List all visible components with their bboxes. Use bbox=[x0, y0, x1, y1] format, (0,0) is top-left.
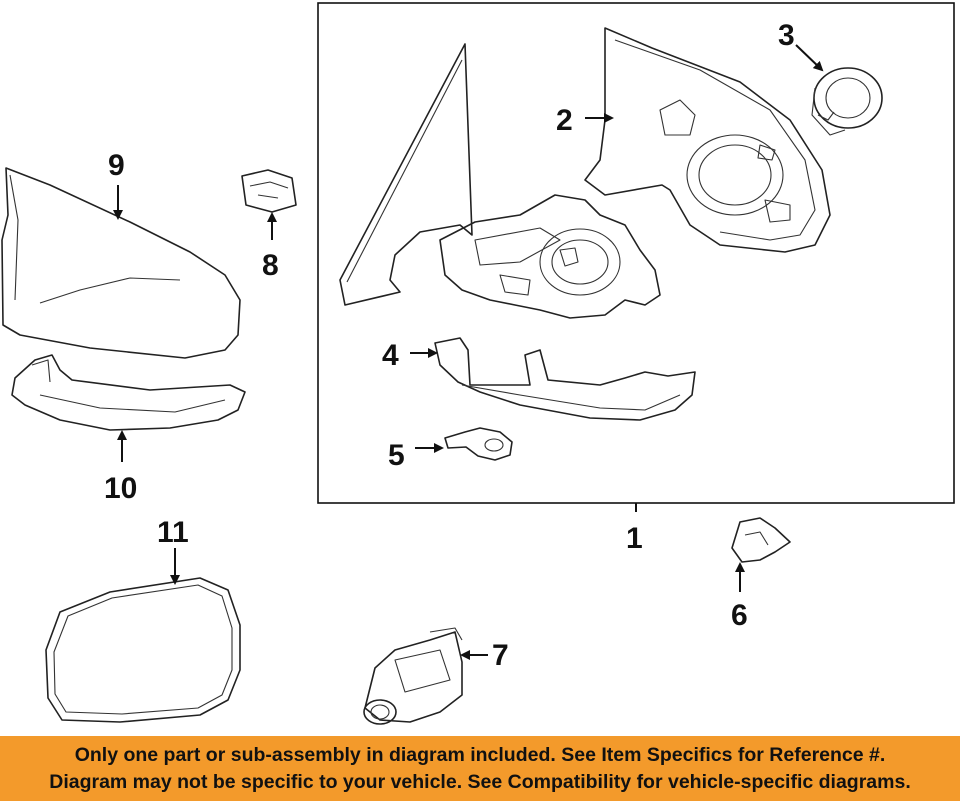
callout-10: 10 bbox=[104, 472, 137, 505]
part-3-actuator bbox=[811, 67, 883, 136]
part-11-mirror-glass bbox=[45, 577, 241, 723]
disclaimer-banner: Only one part or sub-assembly in diagram… bbox=[0, 736, 960, 801]
part-7-camera bbox=[363, 627, 463, 725]
callout-2: 2 bbox=[556, 104, 573, 137]
callout-7: 7 bbox=[492, 639, 509, 672]
callout-3: 3 bbox=[778, 19, 795, 52]
part-5-bracket bbox=[444, 427, 513, 461]
callout-6: 6 bbox=[731, 599, 748, 632]
part-9-mirror-cap bbox=[1, 167, 241, 359]
callout-1: 1 bbox=[626, 522, 643, 555]
callout-3-leader bbox=[795, 44, 824, 72]
part-6-sensor bbox=[731, 517, 791, 563]
part-10-lower-frame bbox=[11, 354, 246, 431]
callout-4: 4 bbox=[382, 339, 399, 372]
part-2-mirror-housing bbox=[584, 27, 831, 253]
parts-diagram: 1 2 3 4 5 6 7 8 9 10 11 bbox=[1, 2, 955, 725]
callout-11: 11 bbox=[157, 516, 189, 549]
part-4-lamp-strip bbox=[434, 337, 696, 421]
callout-5: 5 bbox=[388, 439, 405, 472]
disclaimer-line-2: Diagram may not be specific to your vehi… bbox=[49, 771, 911, 793]
part-1-mirror-assembly bbox=[339, 43, 661, 319]
assembly-box bbox=[317, 2, 955, 504]
callout-8: 8 bbox=[262, 249, 279, 282]
callout-9: 9 bbox=[108, 149, 125, 182]
part-8-clip bbox=[241, 169, 297, 213]
disclaimer-line-1: Only one part or sub-assembly in diagram… bbox=[74, 744, 886, 766]
